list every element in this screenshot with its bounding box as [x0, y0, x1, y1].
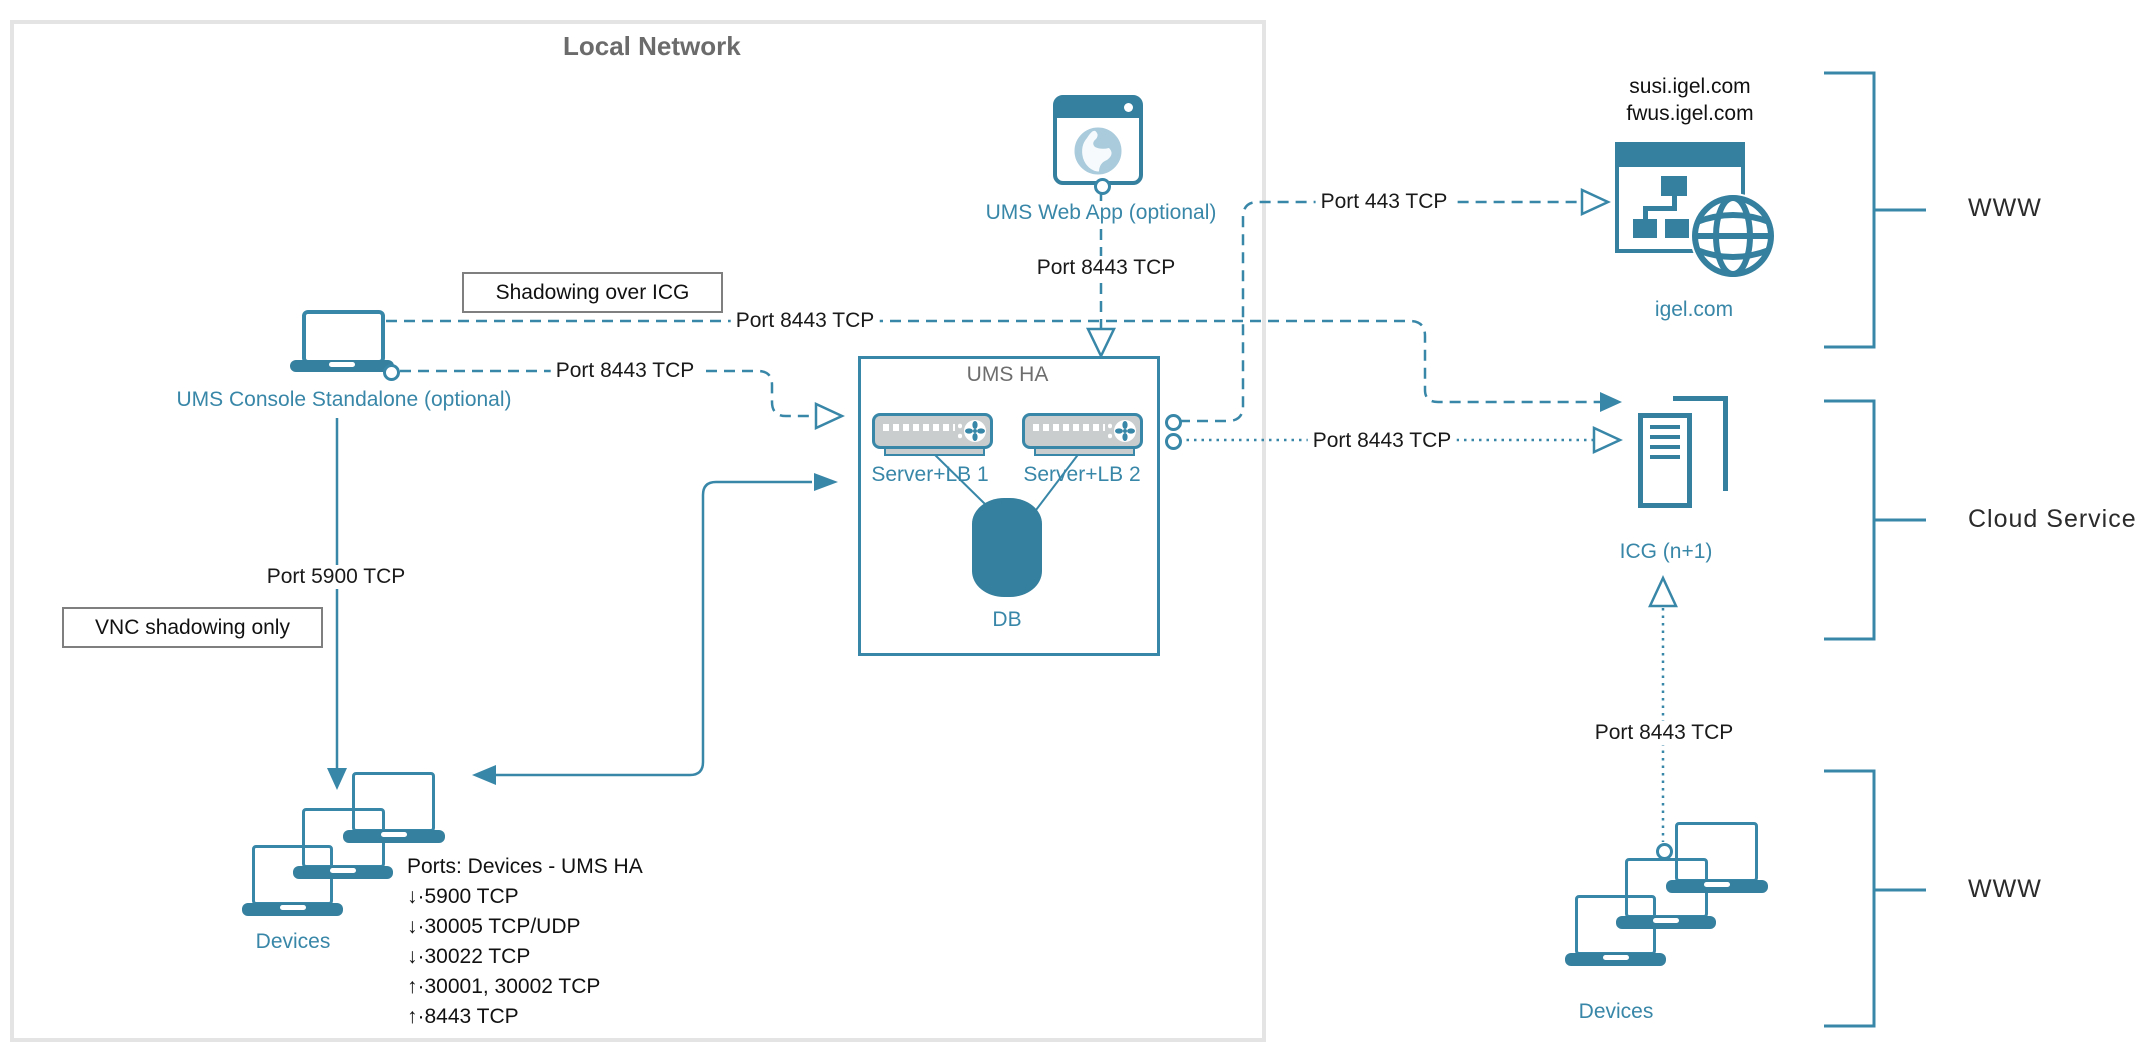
- ports-legend-item: ↑·8443 TCP: [407, 1005, 519, 1028]
- ports-legend-item: ↓·30005 TCP/UDP: [407, 915, 581, 938]
- server1-label: Server+LB 1: [871, 463, 989, 486]
- ports-legend-item: ↓·30022 TCP: [407, 945, 531, 968]
- igel-domain-fwus: fwus.igel.com: [1626, 102, 1754, 125]
- port-label-umsha-igel: Port 443 TCP: [1315, 190, 1453, 214]
- devices-left-label: Devices: [255, 930, 331, 953]
- zone-www-bottom: WWW: [1968, 875, 2042, 903]
- server-lb1-tray: [884, 447, 985, 456]
- icg-back-page-icon: [1723, 396, 1728, 491]
- arrow-filled-into-umsha-solid: [814, 473, 838, 491]
- globe-outline-icon: [1690, 193, 1776, 279]
- ports-legend: Ports: Devices - UMS HA ↓·5900 TCP ↓·300…: [407, 852, 643, 1032]
- port-label-console-umsha: Port 8443 TCP: [550, 359, 700, 383]
- devices-right-connector-circle: [1656, 843, 1673, 860]
- arrow-open-into-igel: [1580, 188, 1611, 216]
- igel-domains: susi.igel.com fwus.igel.com: [1626, 73, 1753, 127]
- zone-www-top: WWW: [1968, 194, 2042, 222]
- line-console-to-umsha: [400, 369, 814, 418]
- database-icon: [972, 498, 1042, 597]
- sitemap-icon: [1633, 176, 1689, 238]
- fan-icon: [1114, 420, 1136, 442]
- server-dots: [1108, 423, 1112, 439]
- browser-dot-icon: [1124, 103, 1133, 112]
- server-leds: [1033, 424, 1105, 431]
- shadowing-callout: Shadowing over ICG: [462, 272, 723, 313]
- server2-label: Server+LB 2: [1023, 463, 1141, 486]
- devices-right-label: Devices: [1578, 1000, 1654, 1023]
- laptop-base: [1666, 880, 1768, 893]
- vnc-callout: VNC shadowing only: [62, 607, 323, 648]
- console-laptop-base: [290, 360, 394, 372]
- port-label-umsha-icg: Port 8443 TCP: [1307, 429, 1457, 453]
- server-dots: [958, 423, 962, 439]
- bracket-cloud-service: [1824, 399, 1926, 641]
- arrow-open-up-to-icg: [1648, 575, 1678, 608]
- arrow-open-into-icg: [1592, 426, 1623, 454]
- igel-domain-susi: susi.igel.com: [1629, 75, 1751, 98]
- line-umsha-to-igel: [1179, 200, 1582, 423]
- bracket-www-bottom: [1824, 769, 1926, 1028]
- console-connector-circle: [383, 364, 400, 381]
- icg-back-page-icon: [1673, 396, 1728, 401]
- laptop-base: [343, 830, 445, 843]
- icg-label: ICG (n+1): [1619, 540, 1713, 563]
- umsha-connector-circle-2: [1165, 433, 1182, 450]
- zone-cloud-service: Cloud Service: [1968, 505, 2137, 533]
- ports-legend-item: ↓·5900 TCP: [407, 885, 519, 908]
- laptop-base: [1565, 953, 1666, 966]
- console-label: UMS Console Standalone (optional): [176, 388, 512, 411]
- ums-ha-title: UMS HA: [966, 363, 1049, 386]
- igel-browser-titlebar: [1618, 145, 1742, 167]
- laptop-base: [293, 866, 393, 879]
- arrow-open-into-umsha-top: [1086, 327, 1116, 359]
- line-server2-to-db: [1035, 451, 1081, 511]
- server-leds: [883, 424, 955, 431]
- icg-line: [1650, 425, 1680, 429]
- arrow-open-into-umsha-left: [814, 402, 845, 430]
- port-label-webapp-umsha: Port 8443 TCP: [1031, 256, 1181, 280]
- line-server1-to-db: [931, 451, 988, 507]
- server-lb2-tray: [1034, 447, 1135, 456]
- icg-line: [1650, 445, 1680, 449]
- bracket-www-top: [1824, 71, 1926, 349]
- ports-legend-item: ↑·30001, 30002 TCP: [407, 975, 601, 998]
- icg-line: [1650, 455, 1680, 459]
- port-label-console-devices: Port 5900 TCP: [261, 565, 411, 589]
- webapp-label: UMS Web App (optional): [981, 201, 1221, 225]
- arrow-filled-into-icg: [1600, 392, 1622, 412]
- igel-label: igel.com: [1654, 298, 1734, 321]
- arrowheads: [327, 188, 1678, 790]
- ports-legend-title: Ports: Devices - UMS HA: [407, 855, 643, 878]
- globe-icon: [1074, 127, 1122, 175]
- laptop-base: [1616, 916, 1716, 929]
- port-label-console-icg: Port 8443 TCP: [730, 309, 880, 333]
- icg-server-icon: [1638, 413, 1692, 508]
- webapp-connector-circle: [1094, 178, 1111, 195]
- laptop-base: [242, 903, 343, 916]
- db-label: DB: [992, 608, 1022, 631]
- port-label-devices-icg: Port 8443 TCP: [1589, 721, 1739, 745]
- browser-titlebar: [1056, 98, 1140, 118]
- line-console-to-icg: [386, 319, 1600, 404]
- arrow-filled-into-devices-down: [327, 768, 347, 790]
- local-network-title: Local Network: [563, 31, 741, 61]
- umsha-connector-circle-1: [1165, 414, 1182, 431]
- line-umsha-to-devices: [496, 480, 812, 777]
- fan-icon: [964, 420, 986, 442]
- icg-line: [1650, 435, 1680, 439]
- arrow-filled-into-devices-left: [472, 765, 496, 785]
